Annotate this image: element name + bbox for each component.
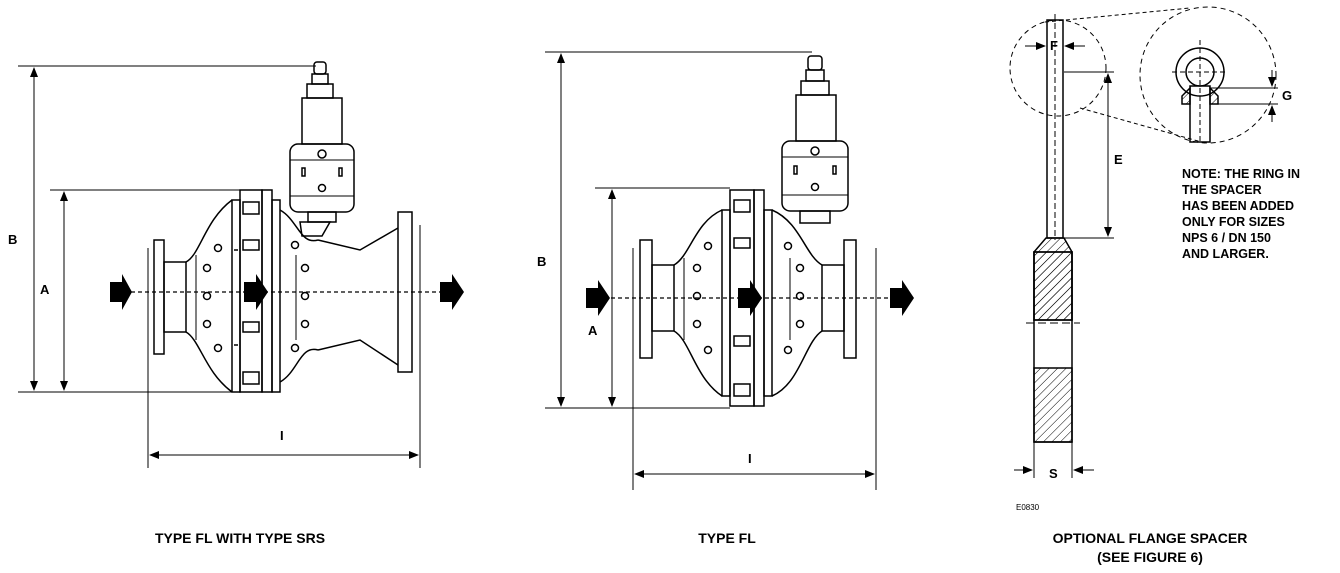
outlet-flow-arrow-1 <box>440 274 464 310</box>
spacer-note: NOTE: THE RING IN THE SPACER HAS BEEN AD… <box>1182 167 1300 261</box>
caption-type-fl: TYPE FL <box>698 530 756 546</box>
inner-flow-arrow-1 <box>244 274 268 310</box>
inlet-flow-arrow-2 <box>586 280 610 316</box>
note-line: AND LARGER. <box>1182 247 1269 261</box>
figure-type-fl <box>545 51 900 490</box>
dim-label-s: S <box>1049 466 1058 481</box>
drawing-code: E0830 <box>1016 503 1040 512</box>
dim-label-i-2: I <box>748 451 752 466</box>
dim-label-f: F <box>1050 38 1058 53</box>
outlet-flow-arrow-2 <box>890 280 914 316</box>
note-line: ONLY FOR SIZES <box>1182 215 1285 229</box>
dim-label-e: E <box>1114 152 1123 167</box>
dim-label-g: G <box>1282 88 1292 103</box>
note-line: NPS 6 / DN 150 <box>1182 231 1271 245</box>
dim-label-b-1: B <box>8 232 17 247</box>
dim-label-a-2: A <box>588 323 598 338</box>
figure-flange-spacer <box>1009 6 1278 478</box>
figure-type-fl-with-srs <box>18 61 440 468</box>
caption-flange-spacer-line-2: (SEE FIGURE 6) <box>1097 549 1203 565</box>
caption-flange-spacer-line-1: OPTIONAL FLANGE SPACER <box>1053 530 1248 546</box>
inlet-flow-arrow-1 <box>110 274 132 310</box>
note-line: NOTE: THE RING IN <box>1182 167 1300 181</box>
note-line: HAS BEEN ADDED <box>1182 199 1294 213</box>
dim-label-a-1: A <box>40 282 50 297</box>
dim-label-b-2: B <box>537 254 546 269</box>
note-line: THE SPACER <box>1182 183 1262 197</box>
caption-type-fl-with-srs: TYPE FL WITH TYPE SRS <box>155 530 325 546</box>
inner-flow-arrow-2 <box>738 280 762 316</box>
dim-label-i-1: I <box>280 428 284 443</box>
